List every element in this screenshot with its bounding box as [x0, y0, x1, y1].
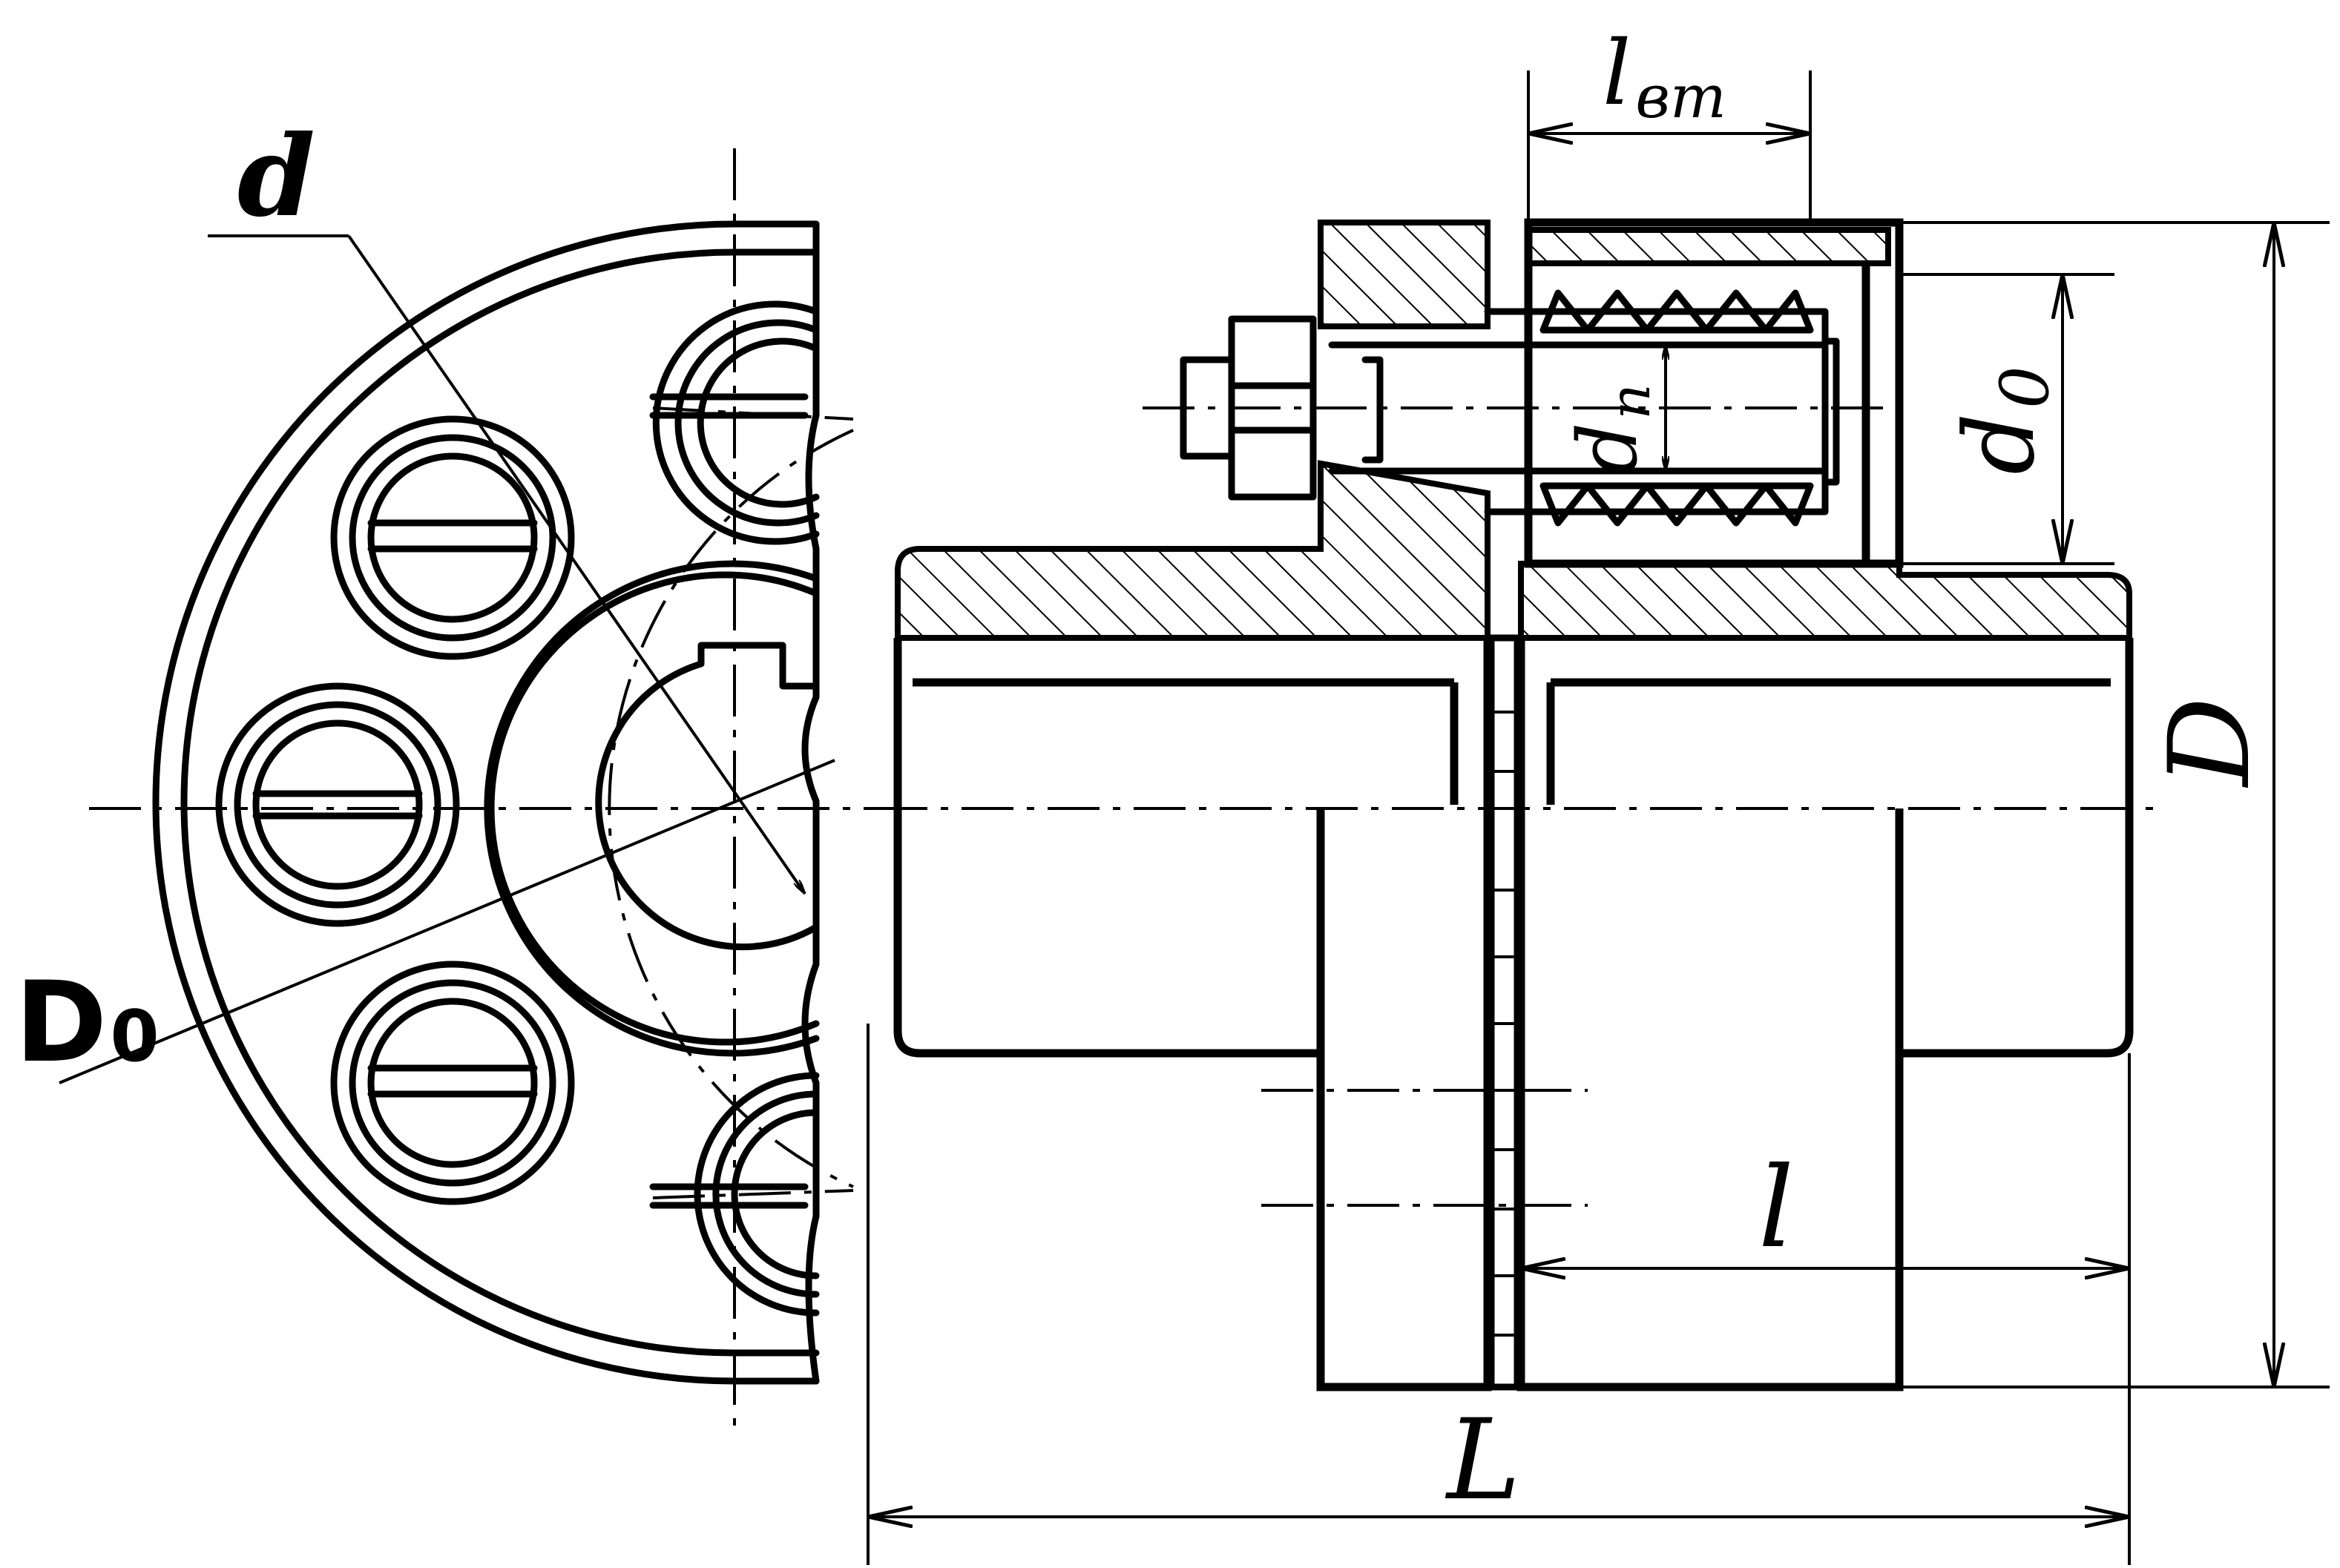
label-l: l: [1758, 1144, 1794, 1273]
labels: d D0 lвт dп d0 D l L: [15, 22, 2275, 1525]
flange-inner-arc: [180, 248, 820, 1357]
pin-taper: [1361, 356, 1384, 464]
right-hub-section: [1518, 561, 2132, 641]
hub-inner-circle: [487, 571, 820, 1046]
bushing-circle: [330, 415, 575, 660]
right-shell-top: [1525, 227, 1891, 266]
section-view: [867, 70, 2330, 1565]
label-l-bm: lвт: [1603, 22, 1726, 131]
right-half-outline: [1516, 638, 2134, 1391]
bushing-circle: [215, 682, 460, 927]
gap-strip: [1488, 634, 1521, 1391]
bushing-circle: [649, 300, 820, 545]
gap-dashes: [1491, 711, 1517, 1337]
label-d: d: [237, 111, 315, 242]
pin-axis-bottom: [652, 1189, 854, 1199]
label-dn: dп: [1560, 383, 1663, 475]
hub-outer-circle: [484, 560, 820, 1057]
bushing-circle: [330, 961, 575, 1205]
label-D0: D0: [15, 958, 160, 1087]
flange-outer-arc: [152, 220, 820, 1385]
label-D: D: [2146, 697, 2275, 788]
pin-end-cap: [1821, 337, 1840, 486]
d-dimension-line: [347, 234, 806, 895]
pin-body: [1328, 341, 1829, 475]
end-view: [59, 148, 875, 1439]
bushing-circle: [649, 1072, 820, 1317]
label-L: L: [1445, 1396, 1521, 1525]
left-hub-section: [895, 460, 1491, 641]
rubber-rings-bottom: [1539, 482, 1814, 527]
left-half-outline: [893, 638, 1492, 1391]
bore-keyway: [595, 642, 820, 951]
left-flange-section: [1318, 220, 1491, 329]
D0-dimension-line: [59, 759, 835, 1084]
label-d0: d0: [1943, 366, 2064, 475]
bolt-circle-D0: [608, 429, 854, 1188]
